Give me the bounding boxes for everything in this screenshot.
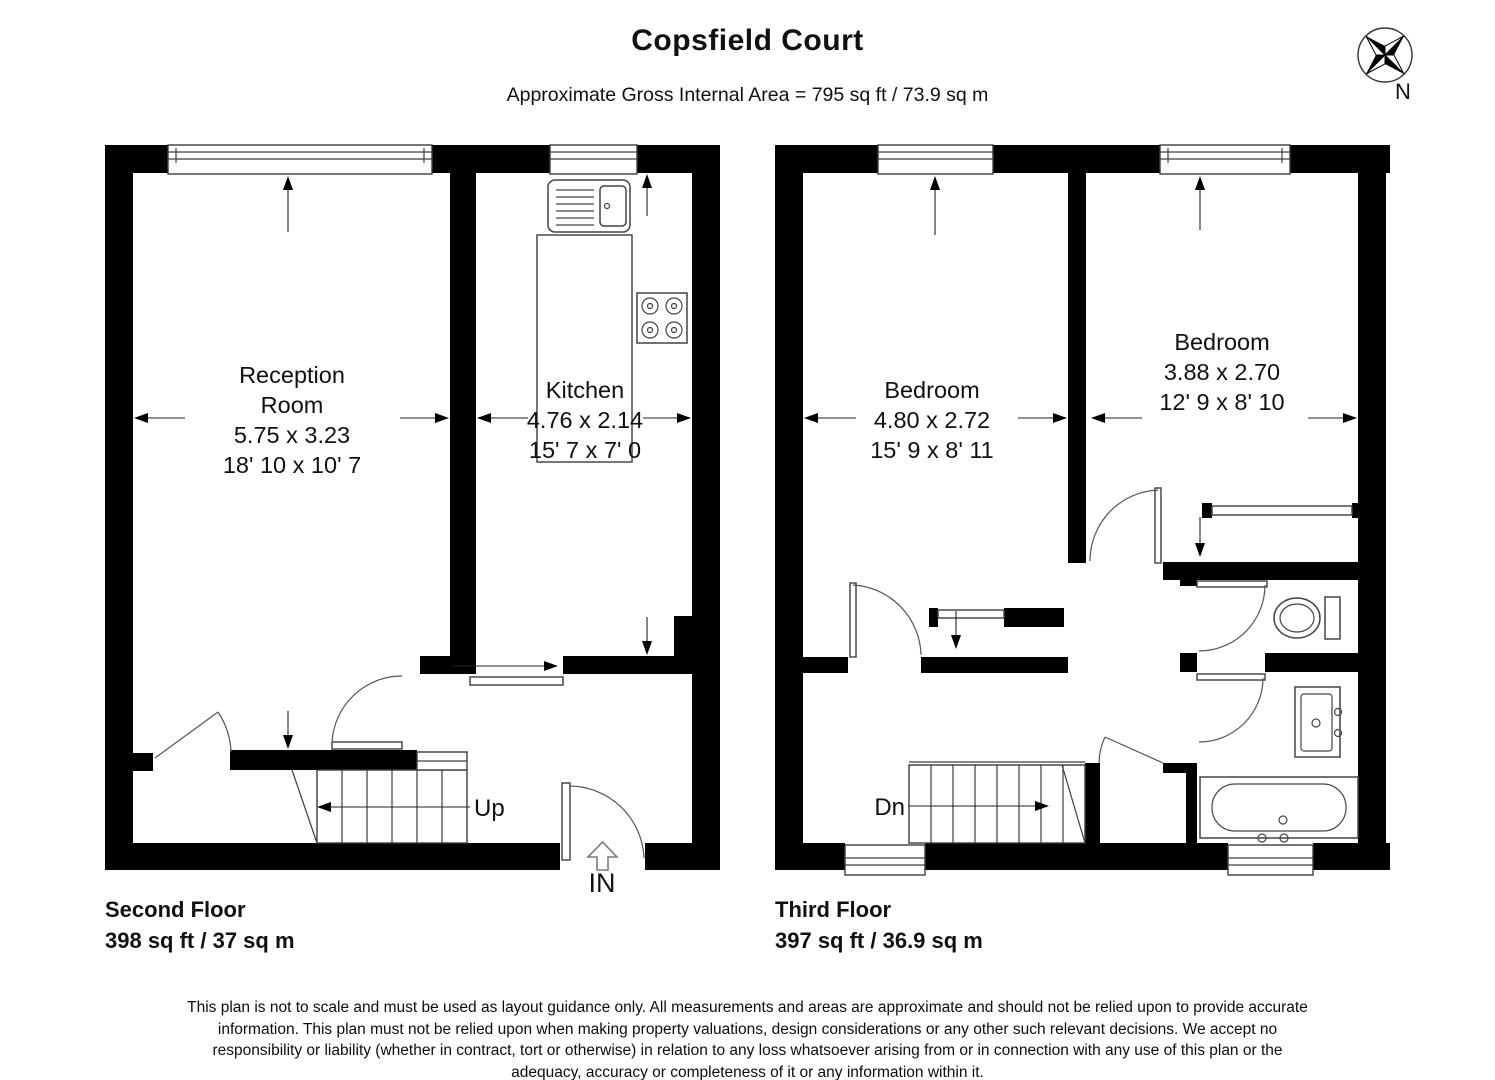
second-floor-walls: [105, 145, 720, 870]
compass-north-label: N: [1395, 79, 1411, 104]
door-arc: [1196, 580, 1268, 652]
in-label: IN: [589, 868, 616, 898]
second-floor-caption: Second Floor 398 sq ft / 37 sq m: [105, 894, 295, 956]
toilet-icon: [1273, 596, 1341, 640]
reception-dims-ft: 18' 10 x 10' 7: [223, 452, 361, 478]
up-label: Up: [474, 795, 505, 822]
down-arrow: [908, 801, 1049, 811]
door-arc: [331, 675, 403, 750]
basin-icon: [1294, 686, 1343, 758]
third-floor-caption: Third Floor 397 sq ft / 36.9 sq m: [775, 894, 983, 956]
kitchen-sink-icon: [547, 179, 631, 233]
door-arc: [849, 582, 922, 658]
window-icon: [1227, 844, 1314, 876]
third-floor-plan: Bedroom 4.80 x 2.72 15' 9 x 8' 11 Bedroo…: [775, 144, 1390, 876]
second-floor-name: Second Floor: [105, 897, 246, 922]
second-floor-plan: Reception Room 5.75 x 3.23 18' 10 x 10' …: [105, 144, 720, 898]
window-icon: [1159, 144, 1291, 175]
window-icon: [167, 144, 433, 175]
third-floor-walls: [775, 145, 1390, 870]
bedroom1-dims-m: 4.80 x 2.72: [874, 407, 990, 433]
gross-area-subtitle: Approximate Gross Internal Area = 795 sq…: [506, 84, 989, 106]
sliding-door-icon: [437, 661, 564, 686]
wardrobe-front: [1211, 505, 1353, 516]
dn-label: Dn: [874, 794, 905, 821]
third-floor-name: Third Floor: [775, 897, 892, 922]
dimension-arrows: [134, 174, 691, 749]
bedroom1-dims-ft: 15' 9 x 8' 11: [870, 437, 994, 463]
bathtub-icon: [1199, 776, 1359, 843]
kitchen-label: Kitchen: [546, 377, 624, 403]
entrance-arrow-icon: [586, 840, 619, 871]
disclaimer-text: This plan is not to scale and must be us…: [187, 999, 1308, 1080]
reception-room-label: Reception: [239, 362, 345, 388]
compass-icon: N: [1357, 27, 1413, 104]
bedroom2-dims-m: 3.88 x 2.70: [1164, 359, 1280, 385]
door-arc: [1098, 736, 1164, 764]
closet-front: [937, 609, 1005, 619]
reception-dims-m: 5.75 x 3.23: [234, 422, 350, 448]
hob-icon: [636, 292, 688, 344]
window-icon: [549, 144, 638, 175]
kitchen-counter: [536, 234, 633, 463]
second-floor-area: 398 sq ft / 37 sq m: [105, 928, 295, 953]
dimension-arrows: [804, 176, 1357, 649]
door-arc: [154, 711, 232, 759]
stairs-down: [908, 761, 1086, 844]
window-icon: [844, 844, 926, 876]
bedroom1-label: Bedroom: [884, 377, 979, 403]
entrance-door-arc: [561, 782, 645, 861]
bedroom2-label: Bedroom: [1174, 329, 1269, 355]
window-icon: [877, 144, 994, 175]
kitchen-dims-ft: 15' 7 x 7' 0: [529, 437, 641, 463]
bedroom2-dims-ft: 12' 9 x 8' 10: [1159, 389, 1284, 415]
kitchen-dims-m: 4.76 x 2.14: [527, 407, 643, 433]
up-arrow: [317, 802, 470, 812]
third-floor-area: 397 sq ft / 36.9 sq m: [775, 928, 983, 953]
door-arc: [1196, 673, 1266, 743]
door-arc: [1089, 487, 1162, 564]
reception-room-label-2: Room: [261, 392, 324, 418]
page-title: Copsfield Court: [631, 24, 864, 57]
